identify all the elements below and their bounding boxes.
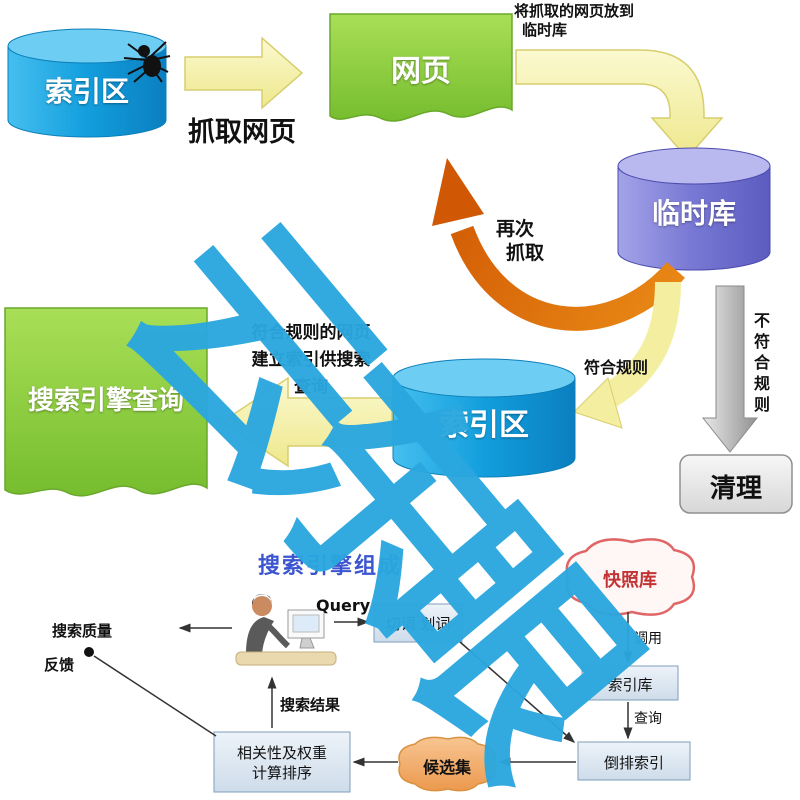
- source-db-label: 索引区: [44, 75, 129, 108]
- webpage-label: 网页: [391, 54, 451, 89]
- inverted-index-box: [577, 741, 691, 781]
- user-at-computer-clipart: [235, 593, 337, 666]
- match-rule-label: 符合规则: [584, 358, 649, 377]
- recrawl-arrow: [432, 158, 686, 331]
- match-rule-arrow: [573, 281, 681, 429]
- segmentation-box: [373, 603, 463, 643]
- candidate-cloud-shape: [398, 736, 496, 792]
- index-store-box-label: 索引库: [607, 676, 653, 694]
- ranking-box-line1: 相关性及权重: [236, 744, 327, 762]
- crawl-arrow: [184, 36, 304, 110]
- bottom-title: 搜索引擎组成: [258, 554, 403, 579]
- call-label: 调用: [634, 631, 662, 647]
- feedback-label: 反馈: [44, 656, 75, 674]
- result-label: 搜索结果: [280, 696, 341, 714]
- store-note-line2: 临时库: [522, 21, 568, 39]
- not-match-arrow: [701, 285, 759, 453]
- ranking-box: [213, 731, 351, 793]
- snapshot-cloud-label: 快照库: [603, 570, 657, 591]
- candidate-cloud-label: 候选集: [422, 758, 471, 777]
- source-index-db-cylinder: [7, 28, 167, 138]
- not-match-rule-label: 不符合规则: [751, 312, 770, 417]
- index-note-line1: 符合规则的网页: [251, 323, 371, 343]
- webpage-doc-shape: [329, 13, 513, 122]
- index-note-line2: 建立索引供搜索: [251, 350, 371, 370]
- query-text-label: Query: [316, 596, 371, 615]
- query-doc-shape: [4, 307, 208, 497]
- flow-connectors: [84, 612, 633, 767]
- spider-icon: [123, 41, 171, 83]
- segmentation-box-label: 切词 划词: [385, 615, 451, 633]
- ranking-box-line2: 计算排序: [251, 764, 312, 782]
- clean-box: [679, 454, 793, 514]
- temp-db-cylinder: [617, 147, 771, 271]
- inverted-index-box-label: 倒排索引: [603, 754, 664, 772]
- clean-box-label: 清理: [709, 474, 762, 504]
- index-note-line3: 查询: [294, 377, 328, 397]
- store-note-line1: 将抓取的网页放到: [514, 2, 635, 20]
- temp-db-label: 临时库: [651, 197, 736, 230]
- query-doc-label: 搜索引擎查询: [27, 386, 184, 416]
- store-arrow: [515, 49, 724, 160]
- index-db-cylinder: [392, 358, 576, 478]
- snapshot-cloud-shape: [565, 538, 696, 616]
- index-store-box: [581, 665, 679, 701]
- index-db-label: 索引区: [439, 408, 529, 443]
- recrawl-label-line1: 再次: [496, 218, 535, 240]
- query-arrow: [220, 376, 393, 468]
- quality-label: 搜索质量: [52, 622, 113, 640]
- recrawl-label-line2: 抓取: [506, 242, 545, 264]
- lookup-label: 查询: [634, 711, 662, 727]
- crawl-arrow-label: 抓取网页: [188, 117, 296, 148]
